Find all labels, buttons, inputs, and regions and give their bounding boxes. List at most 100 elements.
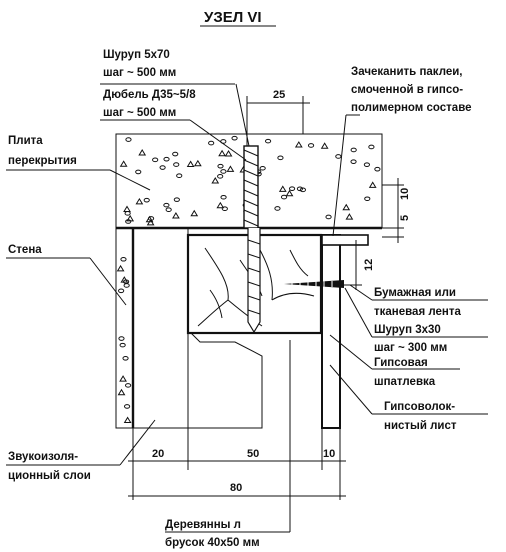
- label-caulk-1: Зачеканить паклеи,: [351, 66, 463, 78]
- label-bar-2: брусок 40x50 мм: [165, 537, 260, 549]
- dimension-lines: 25 10 5 12 20 50 10 80: [128, 89, 411, 500]
- aggregate-dot: [208, 140, 215, 146]
- aggregate-dot: [220, 194, 227, 200]
- label-caulk-2: смоченной в гипсо-: [351, 84, 463, 96]
- aggregate-dot: [335, 154, 342, 159]
- aggregate-dot: [221, 206, 228, 212]
- aggregate-dot: [345, 213, 354, 220]
- aggregate-dot: [220, 169, 227, 174]
- aggregate-dot: [211, 177, 220, 184]
- aggregate-dot: [118, 336, 125, 341]
- dim-20: 20: [152, 448, 164, 460]
- label-screw-main: Шуруп 5x70: [103, 49, 170, 61]
- aggregate-dot: [217, 174, 224, 179]
- dim-80: 80: [230, 482, 242, 494]
- aggregate-dot: [294, 141, 303, 148]
- label-wall: Стена: [8, 244, 42, 256]
- aggregate-dot: [285, 189, 294, 197]
- gypsum-board: [321, 234, 341, 429]
- aggregate-dot: [118, 288, 125, 294]
- aggregate-dot: [226, 165, 235, 172]
- aggregate-dot: [123, 404, 131, 409]
- drawing-title: УЗЕЛ VI: [204, 9, 262, 26]
- label-screw-small-step: шаг ~ 300 мм: [374, 342, 447, 354]
- aggregate-dot: [119, 160, 128, 167]
- aggregate-dot: [274, 206, 281, 211]
- aggregate-dot: [350, 147, 357, 153]
- small-screw: [284, 280, 344, 288]
- aggregate-dot: [288, 186, 296, 191]
- aggregate-dot: [159, 165, 166, 170]
- aggregate-dot: [146, 218, 155, 226]
- aggregate-dot: [190, 209, 199, 217]
- aggregate-dot: [216, 201, 225, 209]
- aggregate-dot: [145, 215, 154, 223]
- label-slab-2: перекрытия: [8, 155, 77, 167]
- aggregate-dot: [172, 211, 180, 219]
- aggregate-dot: [138, 148, 147, 156]
- label-insulation-2: ционный слои: [8, 470, 91, 482]
- aggregate-dot: [135, 169, 142, 175]
- aggregate-dot: [135, 197, 144, 205]
- aggregate-dot: [123, 279, 130, 285]
- label-slab-1: Плита: [8, 135, 43, 147]
- aggregate-dot: [119, 375, 127, 382]
- aggregate-dot: [124, 383, 132, 388]
- dim-5: 5: [399, 215, 411, 221]
- aggregate-dot: [364, 196, 371, 202]
- aggregate-dot: [186, 160, 195, 167]
- aggregate-dot: [217, 163, 224, 169]
- aggregate-dot: [123, 416, 132, 423]
- aggregate-dot: [259, 165, 266, 171]
- aggregate-dot: [163, 156, 170, 162]
- aggregate-dot: [374, 166, 381, 172]
- label-caulk-3: полимерном составе: [351, 102, 472, 114]
- leader-lines: [6, 83, 488, 533]
- label-board-2: нистый лист: [384, 420, 457, 432]
- aggregate-dot: [368, 144, 375, 150]
- aggregate-dot: [368, 181, 377, 188]
- caulk-joint: [321, 234, 369, 246]
- aggregate-dot: [125, 219, 132, 224]
- aggregate-dot: [224, 150, 233, 157]
- dim-50: 50: [247, 448, 259, 460]
- aggregate-dot: [176, 173, 183, 178]
- aggregate-dot: [163, 202, 170, 208]
- dim-12: 12: [363, 259, 375, 271]
- label-bar-1: Деревянны л: [165, 519, 241, 531]
- label-board-1: Гипсоволок-: [384, 401, 455, 413]
- label-dowel-step: шаг ~ 500 мм: [103, 107, 176, 119]
- aggregate-dot: [320, 142, 329, 149]
- wall: [115, 227, 134, 429]
- aggregate-dot: [116, 264, 125, 272]
- aggregate-dot: [173, 197, 180, 202]
- aggregate-dot: [325, 214, 332, 220]
- label-tape-2: тканевая лента: [374, 306, 461, 318]
- dim-10-bottom: 10: [323, 448, 335, 460]
- long-screw: [243, 145, 261, 334]
- aggregate-dot: [231, 135, 238, 141]
- label-dowel: Дюбель Д35~5/8: [103, 89, 196, 101]
- aggregate-dot: [342, 203, 351, 211]
- label-insulation-1: Звукоизоля-: [8, 451, 78, 463]
- aggregate-dot: [117, 388, 126, 396]
- dim-25: 25: [273, 89, 285, 101]
- aggregate-dot: [278, 185, 287, 192]
- aggregate-dot: [350, 159, 357, 164]
- label-tape-1: Бумажная или: [374, 287, 456, 299]
- aggregate-dot: [193, 159, 202, 167]
- aggregate-dot: [296, 186, 304, 192]
- aggregate-dot: [123, 283, 130, 288]
- aggregate-dot: [152, 157, 159, 163]
- label-screw-main-step: шаг ~ 500 мм: [103, 67, 176, 79]
- aggregate-dot: [123, 205, 131, 212]
- aggregate-dot: [264, 138, 272, 144]
- aggregate-dot: [143, 197, 150, 203]
- aggregate-dot: [125, 137, 132, 142]
- aggregate-dot: [165, 207, 172, 213]
- aggregate-dot: [172, 151, 179, 157]
- aggregate-dot: [120, 256, 127, 262]
- label-putty-1: Гипсовая: [374, 357, 428, 369]
- aggregate-dot: [173, 162, 180, 167]
